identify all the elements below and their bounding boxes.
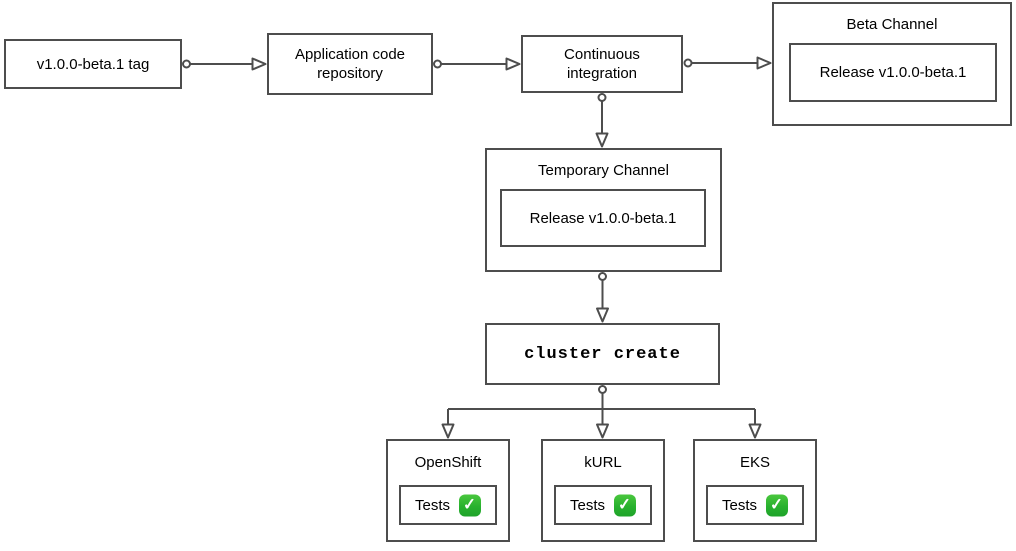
temporary-channel-title: Temporary Channel — [538, 162, 669, 179]
connector-app-repo-to-ci — [433, 57, 521, 71]
check-glyph: ✓ — [462, 496, 478, 514]
check-pass-icon: ✓ — [459, 494, 481, 517]
temporary-channel-release-label: Release v1.0.0-beta.1 — [529, 209, 677, 227]
openshift-title: OpenShift — [414, 454, 482, 471]
node-platform-eks: EKS Tests ✓ — [693, 439, 817, 542]
connector-ci-to-beta-channel — [683, 56, 772, 70]
node-platform-openshift: OpenShift Tests ✓ — [386, 439, 510, 542]
check-glyph: ✓ — [617, 496, 633, 514]
node-cluster-create: cluster create — [485, 323, 720, 385]
eks-title: EKS — [739, 454, 770, 471]
kurl-title: kURL — [584, 454, 622, 471]
check-pass-icon: ✓ — [766, 494, 788, 517]
kurl-tests-label: Tests — [569, 496, 605, 514]
app-code-repository-label: Application code repository — [294, 46, 406, 82]
node-app-code-repository: Application code repository — [267, 33, 433, 95]
connector-tag-to-app-repo — [182, 57, 267, 71]
continuous-integration-label: Continuous integration — [564, 46, 640, 82]
openshift-tests-box: Tests ✓ — [399, 485, 497, 525]
connector-temporary-channel-to-cluster-create — [596, 272, 609, 323]
version-tag-label: v1.0.0-beta.1 tag — [36, 55, 150, 73]
beta-channel-release-label: Release v1.0.0-beta.1 — [819, 64, 967, 81]
eks-tests-box: Tests ✓ — [706, 485, 804, 525]
node-continuous-integration: Continuous integration — [521, 35, 683, 93]
cluster-create-label: cluster create — [524, 344, 681, 364]
temporary-channel-release-box: Release v1.0.0-beta.1 — [500, 189, 706, 247]
eks-tests-label: Tests — [721, 496, 757, 514]
node-version-tag: v1.0.0-beta.1 tag — [4, 39, 182, 89]
node-temporary-channel: Temporary Channel Release v1.0.0-beta.1 — [485, 148, 722, 272]
connector-cluster-create-to-platforms — [441, 385, 762, 439]
check-glyph: ✓ — [769, 496, 785, 514]
beta-channel-release-box: Release v1.0.0-beta.1 — [789, 43, 997, 102]
node-beta-channel: Beta Channel Release v1.0.0-beta.1 — [772, 2, 1012, 126]
node-platform-kurl: kURL Tests ✓ — [541, 439, 665, 542]
openshift-tests-label: Tests — [414, 496, 450, 514]
connector-ci-to-temporary-channel — [595, 93, 609, 148]
beta-channel-title: Beta Channel — [846, 16, 938, 33]
check-pass-icon: ✓ — [614, 494, 636, 517]
kurl-tests-box: Tests ✓ — [554, 485, 652, 525]
